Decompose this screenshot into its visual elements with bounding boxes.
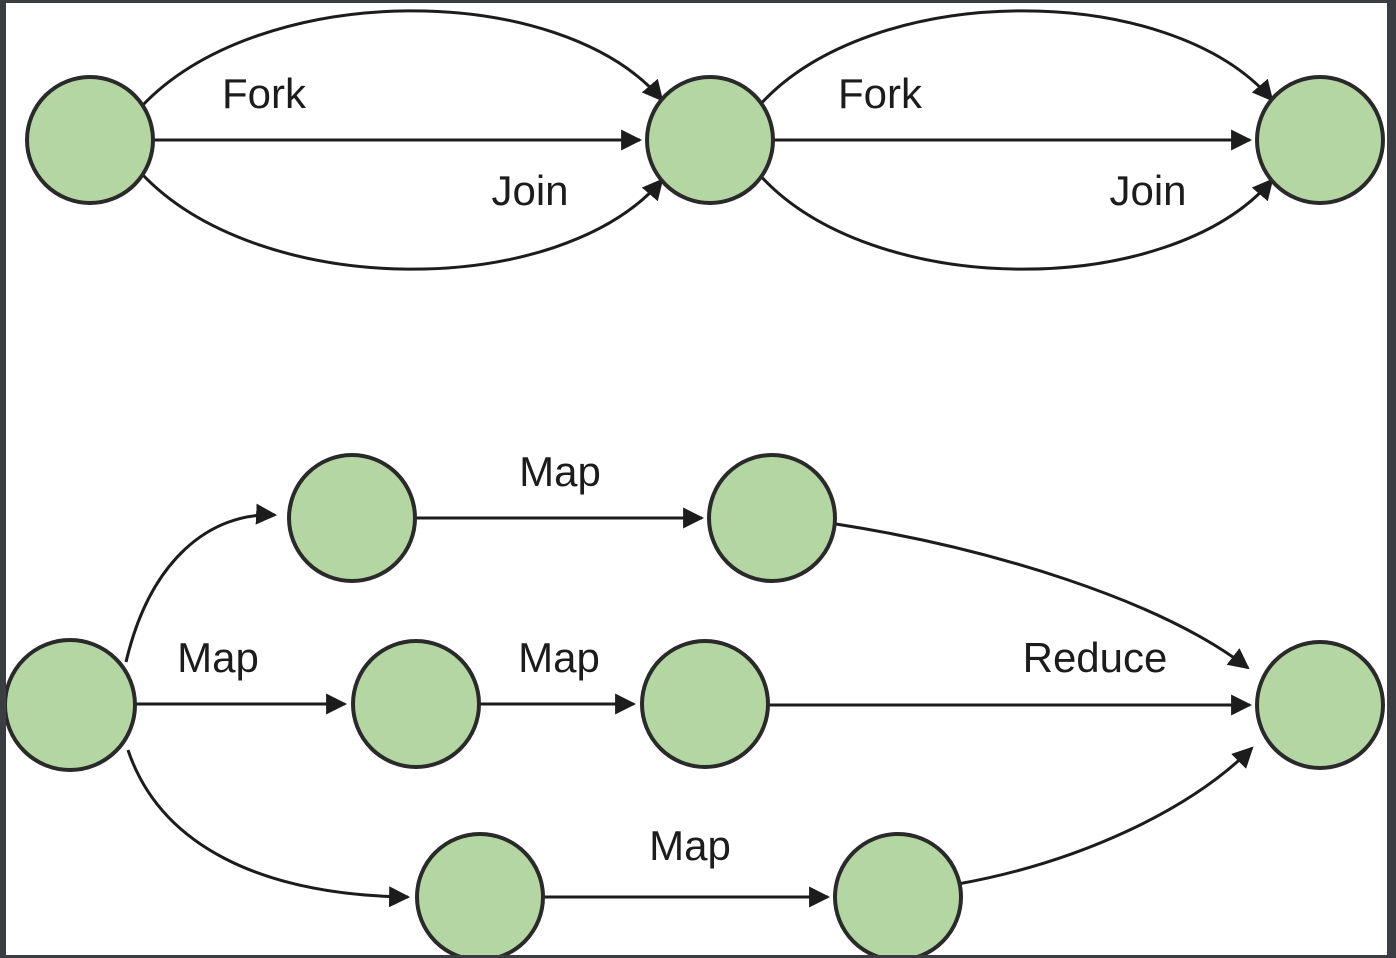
node-map-top-1[interactable] — [287, 453, 417, 583]
node-fork-join-middle[interactable] — [645, 75, 775, 205]
frame-border-right — [1387, 0, 1396, 958]
frame-border-left — [0, 0, 6, 958]
node-fork-join-start[interactable] — [25, 75, 155, 205]
edge-reduce-top — [835, 522, 1250, 670]
label-fork-2: Fork — [838, 70, 923, 117]
label-join-1: Join — [491, 167, 568, 214]
edge-fork-1 — [139, 9, 664, 109]
node-fork-join-end[interactable] — [1255, 75, 1385, 205]
edge-source-to-bottom — [126, 749, 411, 908]
label-map-bottom: Map — [649, 822, 731, 869]
node-map-bottom-1[interactable] — [415, 832, 545, 958]
node-map-middle-1[interactable] — [351, 639, 481, 769]
map-reduce-diagram: Map Map Map Map Reduce — [3, 448, 1385, 958]
frame-border-top — [0, 0, 1396, 3]
frame-border-bottom — [0, 955, 1396, 958]
label-map-top: Map — [519, 448, 601, 495]
edge-fork-2 — [756, 9, 1274, 108]
label-join-2: Join — [1109, 167, 1186, 214]
label-fork-1: Fork — [222, 70, 307, 117]
node-map-reduce-source[interactable] — [3, 638, 137, 772]
node-map-bottom-2[interactable] — [833, 832, 963, 958]
edge-join-2 — [756, 172, 1274, 271]
edge-join-1 — [139, 171, 664, 271]
node-map-reduce-sink[interactable] — [1255, 640, 1385, 770]
fork-join-diagram: Fork Join Fork Join — [25, 9, 1385, 271]
label-reduce: Reduce — [1023, 634, 1168, 681]
label-map-branch: Map — [177, 634, 259, 681]
edge-source-to-top — [124, 503, 278, 663]
label-map-middle: Map — [518, 634, 600, 681]
edge-reduce-bottom — [957, 746, 1254, 886]
node-map-middle-2[interactable] — [640, 639, 770, 769]
node-map-top-2[interactable] — [707, 453, 837, 583]
